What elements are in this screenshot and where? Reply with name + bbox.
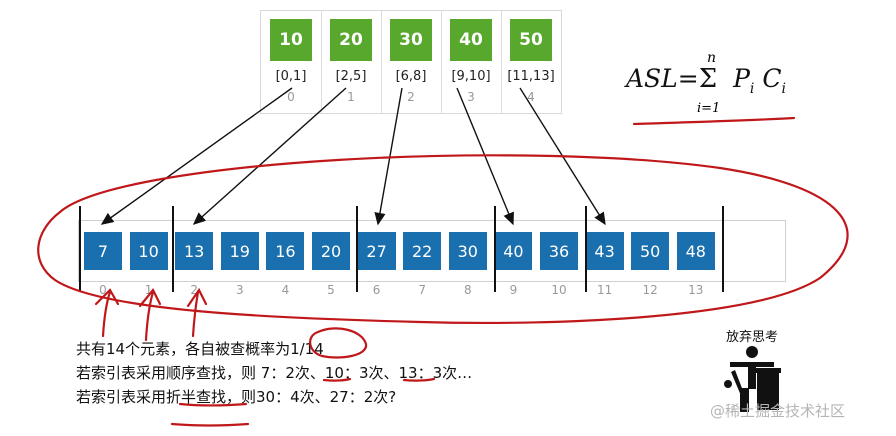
red-underline: [402, 377, 436, 382]
text-line-2: 若索引表采用顺序查找，则 7：2次、10：3次、13：3次…: [76, 364, 473, 382]
text-line-1: 共有14个元素，各自被查概率为1/14: [76, 340, 324, 358]
pointer-arrow: [374, 87, 403, 226]
array-index: 10: [551, 283, 567, 297]
red-arrow-mark: [94, 288, 120, 338]
array-index: 13: [688, 283, 704, 297]
array-cell: 30: [448, 232, 487, 270]
index-position: 4: [527, 90, 535, 104]
formula-sum-lower: i=1: [697, 101, 721, 116]
index-range: [2,5]: [335, 69, 367, 84]
array-cell: 13: [175, 232, 214, 270]
array-index: 7: [418, 283, 426, 297]
trash-can-icon: [724, 346, 781, 412]
index-entry: 40 [9,10] 3: [441, 11, 502, 113]
formula-sum-upper: n: [707, 50, 717, 66]
array-cell: 20: [312, 232, 350, 270]
index-position: 1: [347, 90, 355, 104]
red-arrow-mark: [138, 287, 162, 342]
array-index: 0: [99, 283, 107, 297]
index-range: [9,10]: [451, 69, 491, 84]
red-arrow-mark: [186, 287, 208, 338]
array-cell: 50: [631, 232, 670, 270]
index-position: 2: [407, 90, 415, 104]
index-key-box: 30: [390, 19, 432, 61]
index-entry: 50 [11,13] 4: [501, 11, 561, 113]
formula-p: P: [733, 64, 750, 93]
pointer-arrow: [192, 87, 347, 225]
array-cell: 16: [266, 232, 305, 270]
red-ellipse-annotation: [37, 154, 849, 325]
block-separator: [356, 206, 358, 292]
formula-c: C: [762, 64, 782, 93]
array-index: 3: [235, 283, 244, 297]
index-key-box: 20: [330, 19, 372, 61]
block-separator: [494, 206, 496, 292]
array-cell: 40: [494, 232, 533, 270]
index-range: [6,8]: [395, 69, 427, 84]
array-index: 9: [509, 283, 518, 297]
array-index: 11: [596, 283, 613, 297]
array-cell: 48: [676, 232, 715, 270]
formula-c-sub: i: [781, 81, 786, 97]
block-separator: [585, 206, 587, 292]
formula-sum-sign: Σ: [698, 64, 718, 94]
index-key-box: 10: [270, 19, 312, 61]
formula-p-sub: i: [749, 81, 755, 97]
red-underline: [178, 402, 248, 407]
array-index: 12: [642, 283, 658, 297]
index-key-box: 40: [450, 19, 492, 61]
give-up-label: 放弃思考: [726, 330, 779, 345]
index-range: [0,1]: [275, 69, 307, 84]
red-underline: [170, 422, 250, 427]
array-cell: 27: [357, 232, 396, 270]
array-index: 6: [372, 283, 381, 297]
red-circle-annotation: [309, 327, 368, 359]
watermark: @稀土掘金技术社区: [710, 402, 846, 420]
array-index: 4: [281, 283, 290, 297]
index-position: 0: [287, 90, 295, 104]
block-separator: [172, 206, 174, 292]
index-position: 3: [467, 90, 475, 104]
array-index: 2: [190, 283, 198, 297]
red-underline: [322, 377, 352, 382]
array-cell: 22: [403, 232, 442, 270]
asl-formula: ASL=Σ Pi Ci: [626, 64, 786, 97]
index-entry: 20 [2,5] 1: [321, 11, 382, 113]
array-cell: 7: [84, 232, 122, 270]
red-underline-formula: [632, 116, 796, 126]
pointer-arrow: [100, 87, 293, 225]
array-index: 8: [463, 283, 472, 297]
index-entry: 10 [0,1] 0: [261, 11, 322, 113]
index-table: 10 [0,1] 0 20 [2,5] 1 30 [6,8] 2 40 [9,1…: [260, 10, 562, 114]
array-cell: 10: [129, 232, 168, 270]
array-index: 5: [327, 283, 335, 297]
block-separator: [79, 206, 81, 292]
index-range: [11,13]: [507, 69, 555, 84]
formula-lhs: ASL=: [626, 64, 699, 93]
array-cell: 36: [540, 232, 578, 270]
index-key-box: 50: [510, 19, 552, 61]
array-cell: 43: [585, 232, 624, 270]
index-entry: 30 [6,8] 2: [381, 11, 442, 113]
text-line-3: 若索引表采用折半查找，则30：4次、27：2次?: [76, 388, 397, 406]
array-cell: 19: [220, 232, 259, 270]
array-index: 1: [144, 283, 153, 297]
block-separator: [722, 206, 724, 292]
